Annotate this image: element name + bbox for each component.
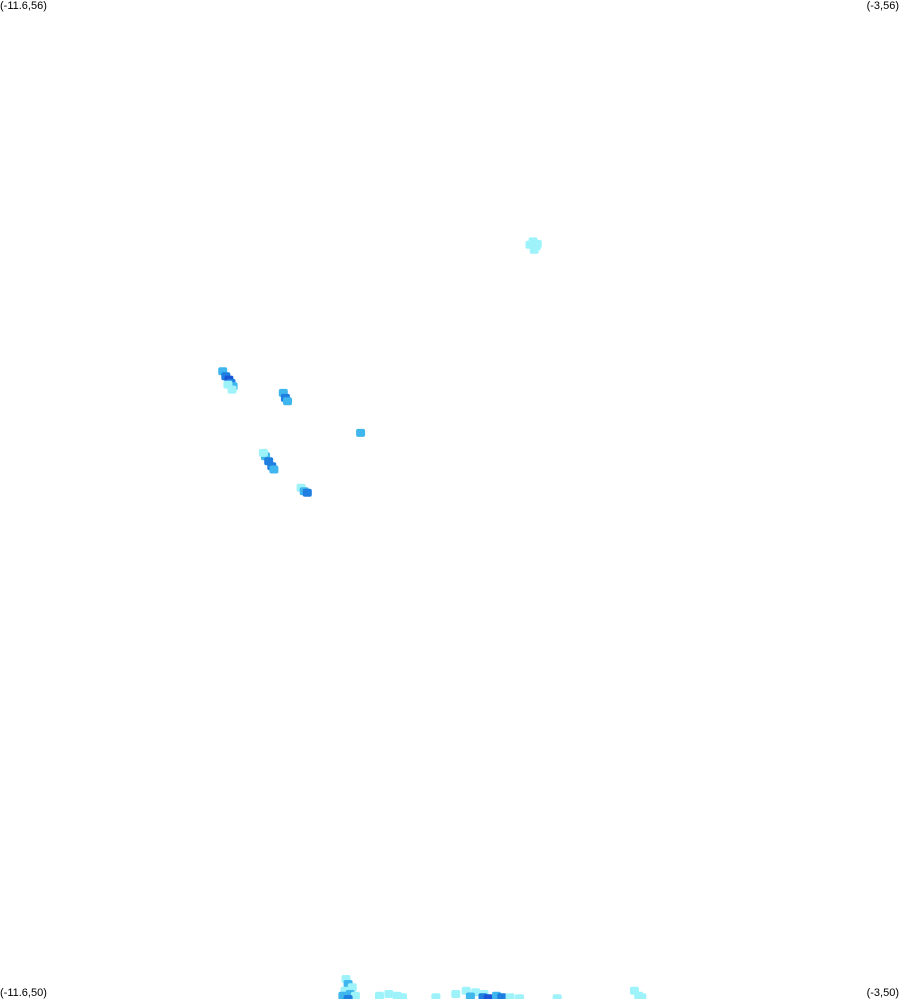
precip-cell-medium <box>465 992 475 999</box>
precip-cell-light <box>637 993 647 999</box>
precip-cell-light <box>515 994 524 999</box>
precip-cell-medium <box>269 465 279 474</box>
precip-cell-strong <box>343 995 353 999</box>
precip-cell-light <box>350 991 360 999</box>
corner-label-top-right: (-3,56) <box>866 0 899 12</box>
corner-label-bottom-right: (-3,50) <box>866 987 899 999</box>
corner-label-top-left: (-11.6,56) <box>0 0 47 12</box>
precip-cell-light <box>552 994 562 999</box>
precip-cell-light <box>258 448 268 457</box>
precip-cell-medium <box>356 428 366 437</box>
precip-cell-strong <box>497 993 507 999</box>
precip-cell-light <box>431 993 441 999</box>
precip-cell-light <box>384 990 394 998</box>
precip-cell-heavy <box>483 994 493 999</box>
corner-label-bottom-left: (-11.6,50) <box>0 987 47 999</box>
precip-cell-medium <box>283 397 292 406</box>
precip-cell-light <box>505 993 515 999</box>
precip-cell-strong <box>302 488 312 497</box>
precip-cell-light <box>375 991 384 999</box>
precip-cell-light <box>398 993 407 999</box>
precip-cell-light <box>227 385 237 394</box>
precip-cell-light <box>347 983 357 992</box>
precip-cell-light <box>532 239 542 248</box>
precip-cell-light <box>451 990 461 998</box>
